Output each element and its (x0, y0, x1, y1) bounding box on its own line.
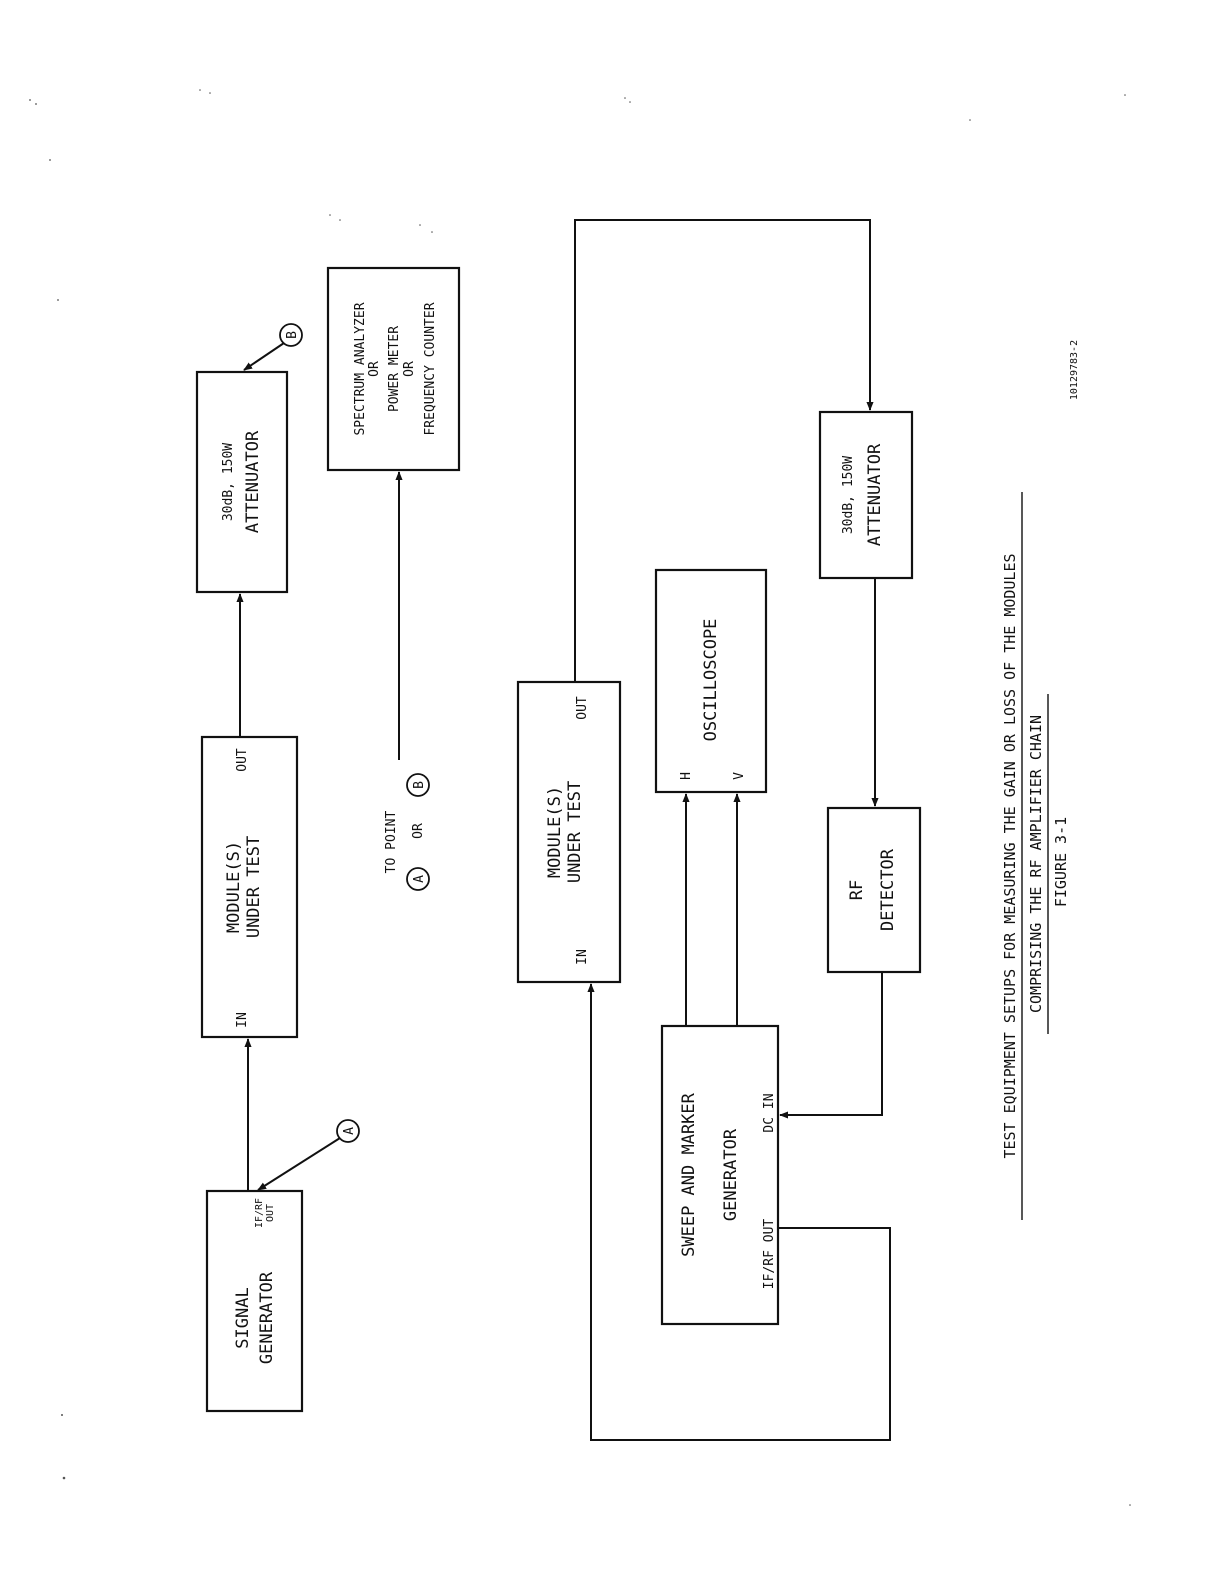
module-under-test-a-box (200, 735, 299, 1039)
to-point-a-circle (406, 867, 430, 891)
module-a-port-in: IN (235, 1012, 250, 1028)
oscilloscope-block: OSCILLOSCOPE H V (654, 568, 768, 794)
signal-generator-label-2: GENERATOR (257, 1271, 277, 1364)
drawing-number: 10129783-2 (1069, 340, 1080, 400)
caption-line-1: TEST EQUIPMENT SETUPS FOR MEASURING THE … (1001, 553, 1019, 1158)
module-under-test-a-block: MODULE(S) UNDER TEST IN OUT (200, 735, 299, 1039)
to-point-b-circle (406, 773, 430, 797)
attenuator-a-block: 30dB, 150W ATTENUATOR (195, 370, 289, 594)
module-b-port-in: IN (575, 949, 590, 965)
test-point-a-leader (257, 1137, 341, 1191)
attenuator-a-label: ATTENUATOR (243, 430, 263, 533)
sweep-generator-port-out: IF/RF OUT (762, 1219, 777, 1290)
oscilloscope-label: OSCILLOSCOPE (701, 619, 721, 742)
signal-generator-box (205, 1189, 304, 1413)
attenuator-b-block: 30dB, 150W ATTENUATOR (818, 410, 914, 580)
figure-number: FIGURE 3-1 (1052, 817, 1070, 907)
sweep-generator-port-dc: DC IN (762, 1093, 777, 1132)
wire-detector-to-dc-in (779, 972, 883, 1119)
sweep-marker-generator-box (660, 1024, 780, 1326)
caption-line-2: COMPRISING THE RF AMPLIFIER CHAIN (1027, 715, 1045, 1013)
signal-generator-port-out-label: IF/RFOUT (254, 1198, 276, 1228)
sweep-marker-generator-block: SWEEP AND MARKER GENERATOR IF/RF OUT DC … (660, 1024, 780, 1326)
rf-detector-block: RF DETECTOR (826, 806, 922, 974)
module-b-label-1: MODULE(S) (545, 786, 565, 878)
to-point-label: TO POINT (384, 811, 399, 874)
rf-detector-label-2: DETECTOR (878, 848, 898, 931)
sweep-generator-label-2: GENERATOR (721, 1128, 741, 1221)
instrument-or-label-2: OR (402, 361, 417, 377)
module-a-port-out: OUT (235, 748, 250, 772)
module-b-port-out: OUT (575, 696, 590, 720)
attenuator-b-rating: 30dB, 150W (841, 456, 856, 534)
oscilloscope-box (654, 568, 768, 794)
module-a-label-2: UNDER TEST (244, 836, 264, 938)
power-meter-label: POWER METER (387, 326, 402, 412)
frequency-counter-label: FREQUENCY COUNTER (423, 302, 438, 435)
sweep-generator-label-1: SWEEP AND MARKER (679, 1092, 699, 1257)
signal-generator-label-1: SIGNAL (233, 1287, 253, 1348)
module-under-test-b-block: MODULE(S) UNDER TEST IN OUT (516, 680, 622, 984)
attenuator-b-box (818, 410, 914, 580)
signal-generator-block: SIGNAL GENERATOR IF/RFOUT (205, 1189, 304, 1413)
attenuator-a-box (195, 370, 289, 594)
test-point-b-label: B (285, 331, 300, 339)
test-point-b-leader (243, 342, 285, 371)
module-under-test-b-box (516, 680, 622, 984)
rf-detector-box (826, 806, 922, 974)
measurement-instrument-block: SPECTRUM ANALYZER OR POWER METER OR FREQ… (326, 266, 461, 472)
oscilloscope-port-h: H (679, 772, 694, 780)
to-point-annotation: TO POINT A OR B (384, 773, 430, 891)
test-point-a: A (257, 1119, 360, 1191)
test-point-b-circle (279, 323, 303, 347)
module-a-label-1: MODULE(S) (224, 841, 244, 933)
measurement-instrument-box (326, 266, 461, 472)
attenuator-a-rating: 30dB, 150W (221, 443, 236, 521)
instrument-or-label-1: OR (367, 361, 382, 377)
setup-b: MODULE(S) UNDER TEST IN OUT OSCILLOSCOPE… (516, 219, 922, 1441)
module-b-label-2: UNDER TEST (565, 781, 585, 883)
wire-module-b-out-to-attenuator-b (574, 219, 874, 682)
rf-detector-label-1: RF (847, 880, 867, 900)
scan-specks (29, 89, 1131, 1506)
spectrum-analyzer-label: SPECTRUM ANALYZER (353, 302, 368, 435)
oscilloscope-port-v: V (732, 772, 747, 780)
to-point-b-label: B (412, 781, 427, 789)
test-point-b: B (243, 323, 303, 371)
test-point-a-circle (336, 1119, 360, 1143)
test-point-a-label: A (342, 1127, 357, 1135)
attenuator-b-label: ATTENUATOR (865, 443, 885, 546)
setup-a: SIGNAL GENERATOR IF/RFOUT MODULE(S) UNDE… (195, 266, 461, 1413)
figure-caption: TEST EQUIPMENT SETUPS FOR MEASURING THE … (1001, 492, 1070, 1220)
wire-sweep-out-to-module-b-in (587, 983, 891, 1441)
to-point-or-label: OR (411, 823, 426, 839)
to-point-a-label: A (412, 875, 427, 883)
